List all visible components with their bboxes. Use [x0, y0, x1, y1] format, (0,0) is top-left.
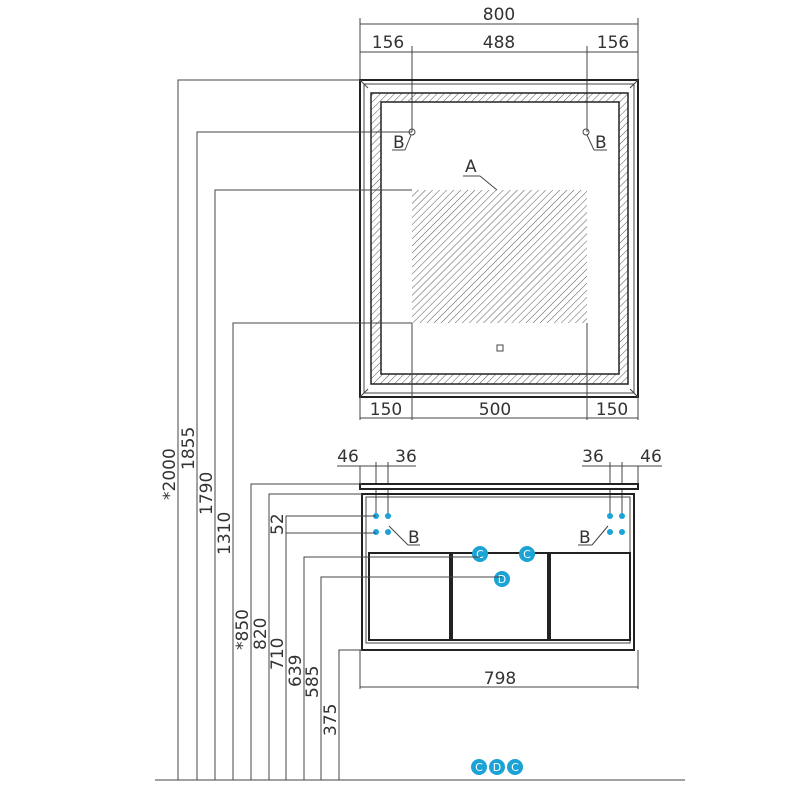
cabinet-top-dimensions: 46 36 36 46 [337, 447, 662, 516]
mirror-b-left-label: B [393, 133, 405, 153]
height-cabinet-bottom-label: 375 [321, 704, 341, 736]
cabinet-width-label: 798 [484, 669, 516, 689]
water-inlet-c-right [519, 546, 535, 562]
mirror-bottom-dimensions: 150 500 150 [359, 323, 639, 420]
light-width-label: 500 [479, 400, 511, 420]
edge-left-label: 46 [337, 447, 359, 467]
hole-span-label: 488 [483, 33, 515, 53]
light-left-label: 150 [370, 400, 402, 420]
drain-d [494, 571, 510, 587]
height-dimensions: *2000 1855 1790 1310 *850 820 52 710 639… [155, 79, 685, 781]
legend-c-left: C [475, 761, 483, 774]
sensor-switch-icon [496, 344, 504, 352]
height-hole-label: 1855 [179, 427, 199, 470]
height-total-label: *2000 [160, 448, 180, 500]
hole-left-label: 156 [372, 33, 404, 53]
spacing-right-label: 36 [582, 447, 604, 467]
water-inlet-c-left [472, 546, 488, 562]
mirror-width-label: 800 [483, 5, 515, 25]
label-a: A [465, 157, 477, 177]
cabinet-b-left-label: B [408, 528, 420, 548]
height-cabinet-body-label: 820 [251, 618, 271, 650]
legend-c-right: C [511, 761, 519, 774]
height-light-top-label: 1790 [197, 472, 217, 515]
c-marker-label: C [523, 548, 531, 561]
drawer-left [368, 552, 451, 641]
drawer-center [451, 552, 549, 641]
height-pipe-d-label: 585 [303, 666, 323, 698]
cabinet-width-dimension: 798 [359, 650, 639, 689]
height-light-bottom-label: 1310 [215, 512, 235, 555]
light-right-label: 150 [596, 400, 628, 420]
cabinet-b-right-label: B [579, 528, 591, 548]
cabinet: B B C C D [359, 483, 639, 651]
hole-right-label: 156 [597, 33, 629, 53]
drawer-right [549, 552, 631, 641]
light-zone-a [412, 190, 587, 323]
legend-d: D [493, 761, 501, 774]
mirror-b-right-label: B [595, 133, 607, 153]
d-marker-label: D [498, 573, 506, 586]
mirror-top-dimensions: 800 156 488 156 [359, 5, 639, 132]
height-cabinet-top-label: *850 [233, 609, 253, 650]
mount-hole-right [582, 128, 590, 136]
mirror: B B A [359, 79, 639, 398]
edge-right-label: 46 [640, 447, 662, 467]
legend-cdc: C D C [471, 759, 523, 775]
height-mount-label: 710 [268, 638, 288, 670]
c-marker-label: C [476, 548, 484, 561]
height-mount-spacing-label: 52 [268, 513, 288, 535]
spacing-left-label: 36 [395, 447, 417, 467]
height-pipe-c-label: 639 [286, 655, 306, 687]
